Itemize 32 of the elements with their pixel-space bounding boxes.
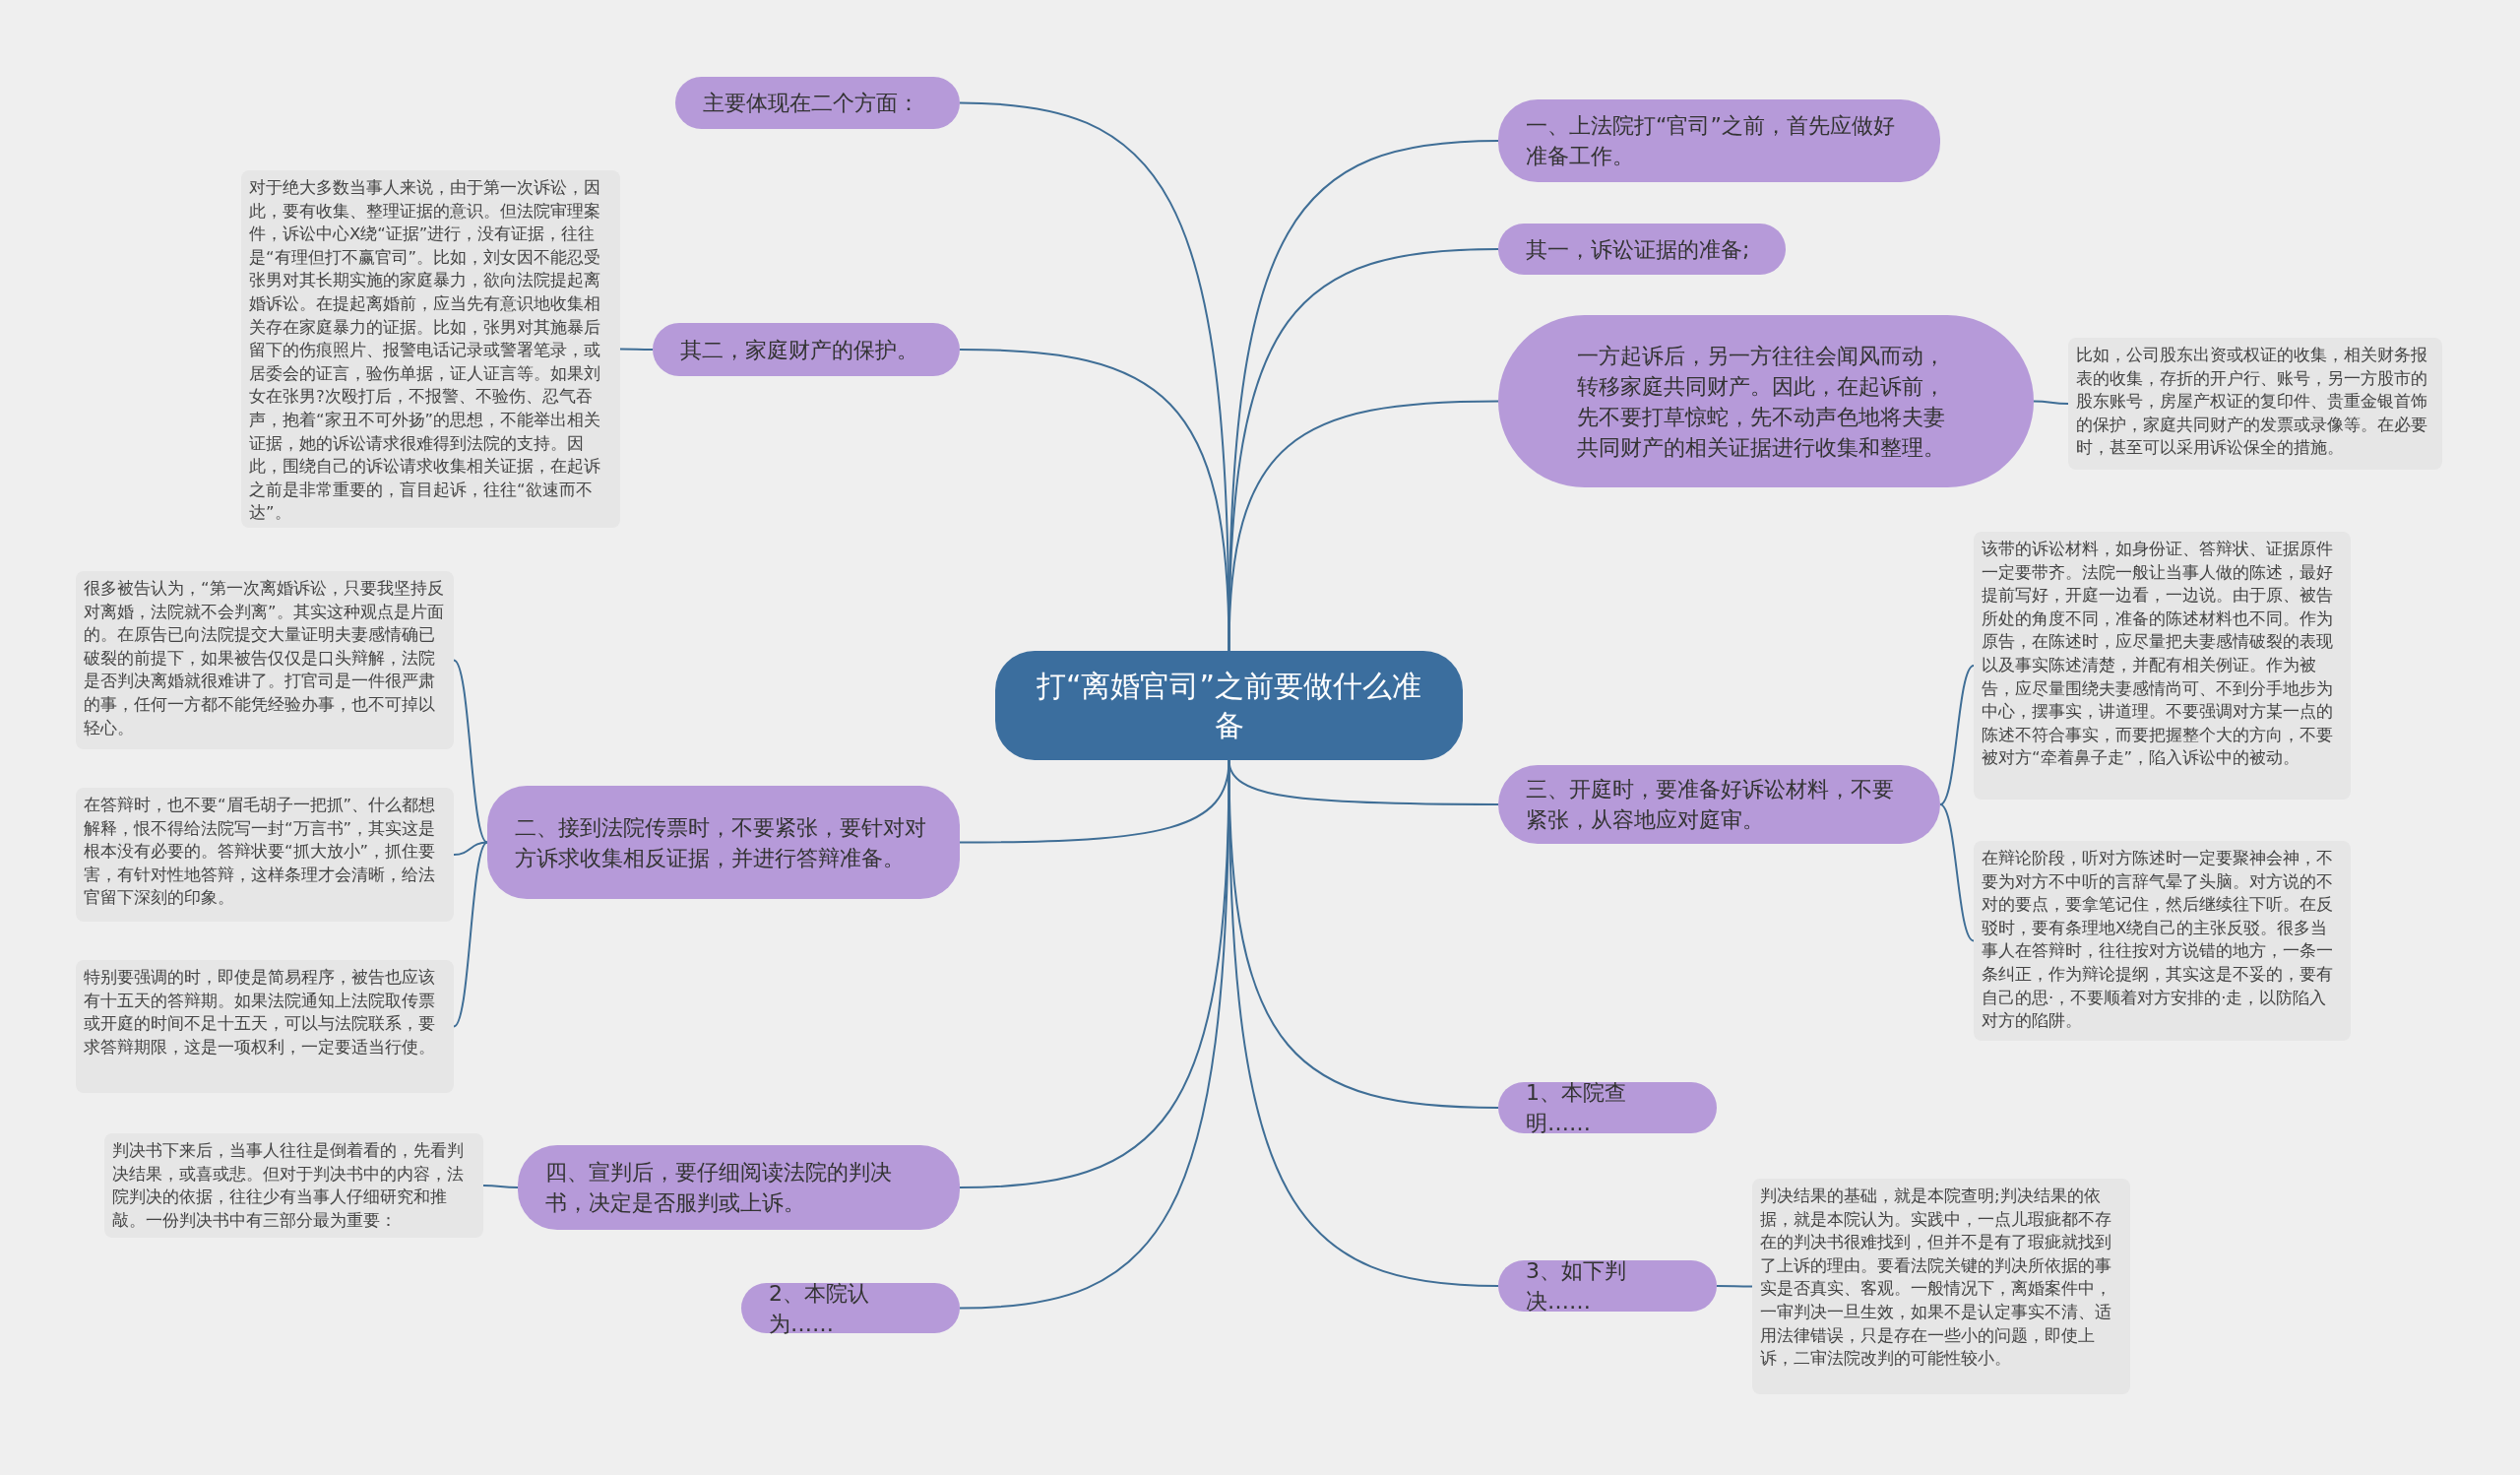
topic-box: 2、本院认为…… xyxy=(741,1283,960,1333)
connector-line xyxy=(619,348,654,351)
central-topic: 打“离婚官司”之前要做什么准备 xyxy=(995,651,1463,760)
connector-line xyxy=(2033,400,2069,405)
topic-box: 一、上法院打“官司”之前，首先应做好准备工作。 xyxy=(1498,99,1940,182)
connector-line xyxy=(453,841,488,856)
topic-box: 3、如下判决…… xyxy=(1498,1260,1717,1312)
note-card: 很多被告认为，“第一次离婚诉讼，只要我坚持反对离婚，法院就不会判离”。其实这种观点是片面的。在原告已向法院提交大量证明夫妻感情确已破裂的前提下，如果被告仅仅是口头辩解，法院是否判决离婚就很难讲了。打官司是一件很严肃的事，任何一方都不能凭经验办事，也不可掉以轻心。 xyxy=(76,571,454,749)
note-card: 特别要强调的时，即使是简易程序，被告也应该有十五天的答辩期。如果法院通知上法院取传票或开庭的时间不足十五天，可以与法院联系，要求答辩期限，这是一项权利，一定要适当行使。 xyxy=(76,960,454,1093)
connector-line xyxy=(1939,665,1975,805)
connector-line xyxy=(1939,803,1975,942)
connector-line xyxy=(453,659,488,844)
note-card: 判决书下来后，当事人往往是倒着看的，先看判决结果，或喜或悲。但对于判决书中的内容，法院判决的依据，往往少有当事人仔细研究和推敲。一份判决书中有三部分最为重要： xyxy=(104,1133,483,1238)
connector-line xyxy=(1716,1285,1753,1288)
note-card: 在答辩时，也不要“眉毛胡子一把抓”、什么都想解释，恨不得给法院写一封“万言书”，其实这是根本没有必要的。答辩状要“抓大放小”，抓住要害，有针对性地答辩，这样条理才会清晰，给法官留下深刻的印象。 xyxy=(76,788,454,922)
connector-line xyxy=(1228,400,1499,652)
connector-line xyxy=(959,349,1230,652)
connector-line xyxy=(453,841,488,1028)
topic-box: 二、接到法院传票时，不要紧张，要针对对方诉求收集相反证据，并进行答辩准备。 xyxy=(487,786,960,899)
topic-box: 1、本院查明…… xyxy=(1498,1082,1717,1133)
note-card: 对于绝大多数当事人来说，由于第一次诉讼，因此，要有收集、整理证据的意识。但法院审理案件，诉讼中心X绕“证据”进行，没有证据，往往是“有理但打不赢官司”。比如，刘女因不能忍受张男对其长期实施的家庭暴力，欲向法院提起离婚诉讼。在提起离婚前，应当先有意识地收集相关存在家庭暴力的证据。比如，张男对其施暴后留下的伤痕照片、报警电话记录或警署笔录，或居委会的证言，验伤单据，证人证言等。如果刘女在张男?次殴打后，不报警、不验伤、忍气吞声，抱着“家丑不可外扬”的思想，不能举出相关证据，她的诉讼请求很难得到法院的支持。因此，围绕自己的诉讼请求收集相关证据，在起诉之前是非常重要的，盲目起诉，往往“欲速而不达”。 xyxy=(241,170,620,528)
note-card: 判决结果的基础，就是本院查明;判决结果的依据，就是本院认为。实践中，一点儿瑕疵都不存在的判决书很难找到，但并不是有了瑕疵就找到了上诉的理由。要看法院关键的判决所依据的事实是否真实、客观。一般情况下，离婚案件中，一审判决一旦生效，如果不是认定事实不清、适用法律错误，只是存在一些小的问题，即使上诉，二审法院改判的可能性较小。 xyxy=(1752,1179,2130,1394)
topic-box: 一方起诉后，另一方往往会闻风而动，转移家庭共同财产。因此，在起诉前，先不要打草惊蛇，先不动声色地将夫妻共同财产的相关证据进行收集和整理。 xyxy=(1498,315,2034,487)
topic-box: 其二，家庭财产的保护。 xyxy=(653,323,960,376)
topic-box: 四、宣判后，要仔细阅读法院的判决书，决定是否服判或上诉。 xyxy=(518,1145,960,1230)
topic-box: 其一，诉讼证据的准备; xyxy=(1498,224,1786,275)
note-card: 该带的诉讼材料，如身份证、答辩状、证据原件一定要带齐。法院一般让当事人做的陈述，最好提前写好，开庭一边看，一边说。由于原、被告所处的角度不同，准备的陈述材料也不同。作为原告，在陈述时，应尽量把夫妻感情破裂的表现以及事实陈述清楚，并配有相关例证。作为被告，应尽量围绕夫妻感情尚可、不到分手地步为中心，摆事实，讲道理。不要强调对方某一点的陈述不符合事实，而要把握整个大的方向，不要被对方“牵着鼻子走”，陷入诉讼中的被动。 xyxy=(1974,532,2351,800)
connector-line xyxy=(482,1185,519,1188)
note-card: 比如，公司股东出资或权证的收集，相关财务报表的收集，存折的开户行、账号，另一方股市的股东账号，房屋产权证的复印件、贵重金银首饰的保护，家庭共同财产的发票或录像等。在必要时，甚至可以采用诉讼保全的措施。 xyxy=(2068,338,2442,470)
note-card: 在辩论阶段，听对方陈述时一定要聚神会神，不要为对方不中听的言辞气晕了头脑。对方说的不对的要点，要拿笔记住，然后继续往下听。在反驳时，要有条理地X绕自己的主张反驳。很多当事人在答辩时，往往按对方说错的地方，一条一条纠正，作为辩论提纲，其实这是不妥的，要有自己的思·，不要顺着对方安排的·走，以防陷入对方的陷阱。 xyxy=(1974,841,2351,1041)
topic-box: 主要体现在二个方面： xyxy=(675,77,960,129)
topic-box: 三、开庭时，要准备好诉讼材料，不要紧张，从容地应对庭审。 xyxy=(1498,765,1940,844)
